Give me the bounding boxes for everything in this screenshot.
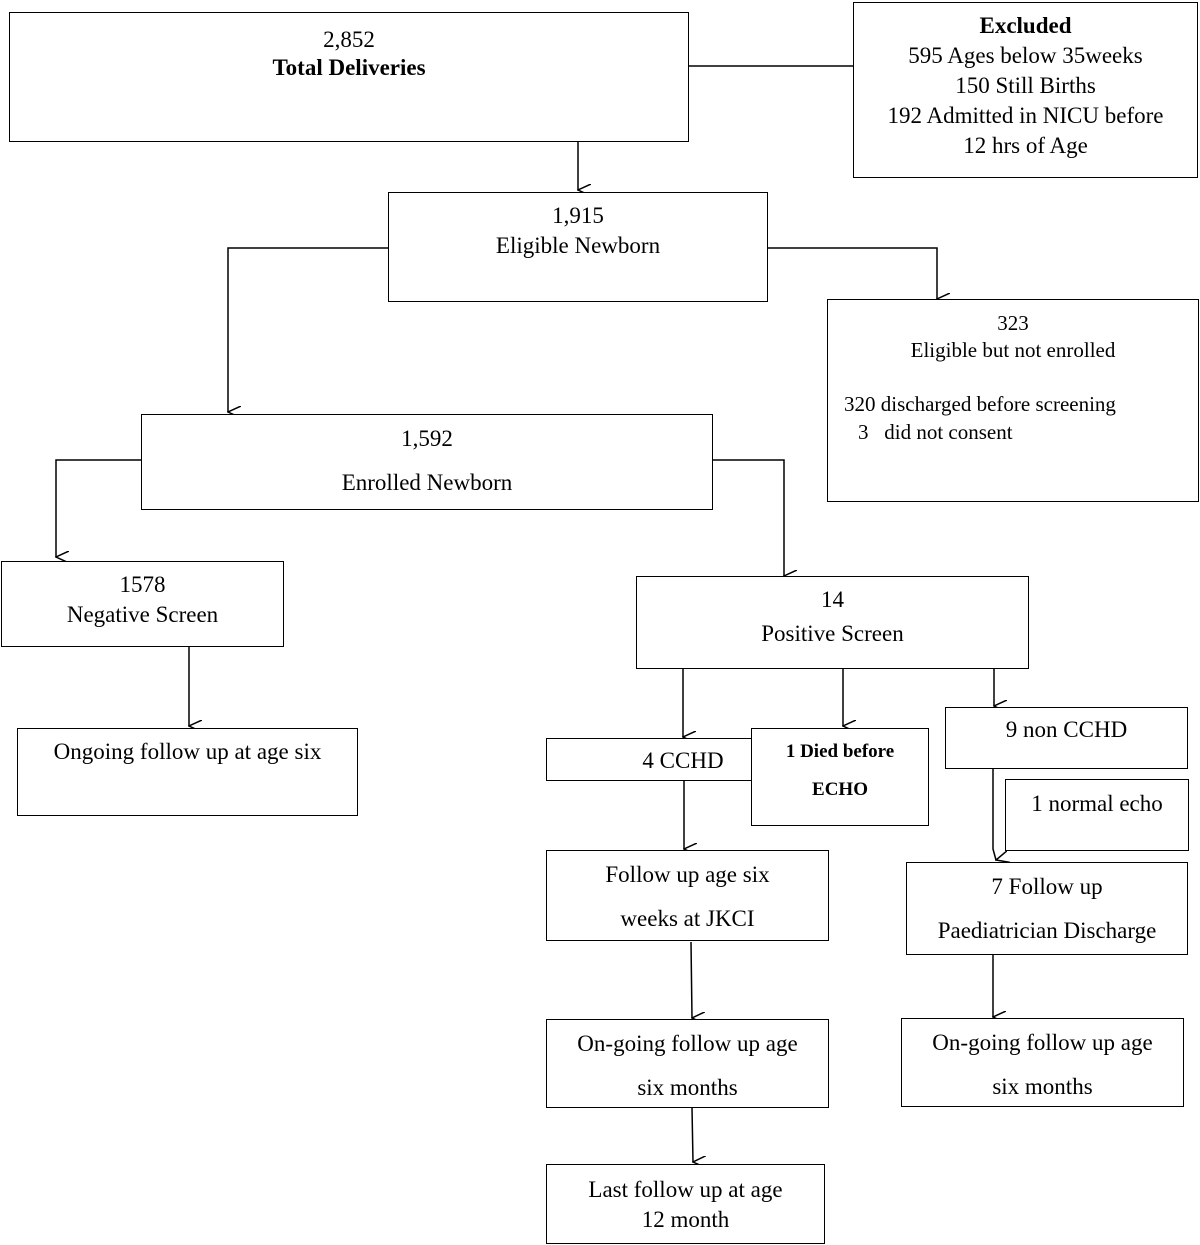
- excluded-title: Excluded: [979, 13, 1072, 38]
- not-enrolled-count: 323: [997, 311, 1029, 335]
- enrolled-positive-arrow: [713, 459, 784, 576]
- noncchd-followup2-line2: six months: [992, 1074, 1093, 1099]
- excluded-box: Excluded 595 Ages below 35weeks 150 Stil…: [853, 2, 1198, 178]
- enrolled-label: Enrolled Newborn: [341, 470, 513, 495]
- total-deliveries-count: 2,852: [323, 27, 375, 52]
- eligible-label: Eligible Newborn: [495, 233, 661, 258]
- eligible-not-enrolled-arrow: [767, 247, 937, 299]
- eligible-count: 1,915: [552, 203, 604, 228]
- noncchd-followup2-line1: On-going follow up age: [932, 1030, 1153, 1055]
- cchd-followup3-line2: 12 month: [641, 1207, 730, 1232]
- normal-echo-box: 1 normal echo: [1005, 779, 1189, 851]
- negative-followup-box: Ongoing follow up at age six: [17, 728, 358, 816]
- followup-sixmonths-arrow: [690, 941, 692, 1018]
- cchd-followup2-line2: six months: [637, 1075, 738, 1100]
- cchd-label: 4 CCHD: [642, 748, 724, 773]
- noncchd-followup-arrow: [992, 769, 996, 860]
- cchd-followup-twelve-month-box: Last follow up at age 12 month: [546, 1164, 825, 1244]
- excluded-line: 150 Still Births: [955, 73, 1096, 98]
- noncchd-followup-six-months-box: On-going follow up age six months: [901, 1018, 1184, 1107]
- excluded-line: 192 Admitted in NICU before: [887, 103, 1164, 128]
- eligible-enrolled-arrow: [228, 247, 388, 412]
- not-enrolled-reason: 320 discharged before screening: [844, 392, 1116, 416]
- positive-screen-box: 14 Positive Screen: [636, 576, 1029, 669]
- cchd-followup2-line1: On-going follow up age: [577, 1031, 798, 1056]
- cchd-followup-six-months-box: On-going follow up age six months: [546, 1019, 829, 1108]
- noncchd-followup-box: 7 Follow up Paediatrician Discharge: [906, 862, 1188, 955]
- died-line1: 1 Died before: [785, 741, 895, 762]
- cchd-followup3-line1: Last follow up at age: [588, 1177, 783, 1202]
- normal-echo-label: 1 normal echo: [1031, 791, 1163, 816]
- noncchd-followup1-line1: 7 Follow up: [991, 874, 1103, 899]
- noncchd-followup1-line2: Paediatrician Discharge: [937, 918, 1157, 943]
- sixmonths-twelvemonth-arrow: [691, 1107, 693, 1162]
- non-cchd-box: 9 non CCHD: [945, 707, 1188, 769]
- excluded-line: 595 Ages below 35weeks: [908, 43, 1143, 68]
- not-enrolled-reason: 3 did not consent: [858, 420, 1013, 444]
- not-enrolled-box: 323 Eligible but not enrolled 320 discha…: [827, 299, 1199, 502]
- total-deliveries-label: Total Deliveries: [272, 55, 426, 80]
- non-cchd-label: 9 non CCHD: [1005, 717, 1128, 742]
- enrolled-newborn-box: 1,592 Enrolled Newborn: [141, 414, 713, 510]
- excluded-line: 12 hrs of Age: [963, 133, 1088, 158]
- positive-count: 14: [821, 587, 844, 612]
- cchd-followup-six-weeks-box: Follow up age six weeks at JKCI: [546, 850, 829, 941]
- negative-count: 1578: [119, 572, 166, 597]
- total-deliveries-box: 2,852 Total Deliveries: [9, 12, 689, 142]
- died-line2: ECHO: [812, 779, 868, 800]
- negative-screen-box: 1578 Negative Screen: [1, 561, 284, 647]
- cchd-followup1-line1: Follow up age six: [605, 862, 770, 887]
- eligible-newborn-box: 1,915 Eligible Newborn: [388, 192, 768, 302]
- not-enrolled-label: Eligible but not enrolled: [910, 338, 1116, 362]
- cchd-followup1-line2: weeks at JKCI: [620, 906, 755, 931]
- negative-label: Negative Screen: [66, 602, 219, 627]
- died-before-echo-box: 1 Died before ECHO: [751, 728, 929, 826]
- negative-followup-label: Ongoing follow up at age six: [53, 739, 322, 764]
- enrolled-count: 1,592: [401, 426, 453, 451]
- positive-label: Positive Screen: [761, 621, 904, 646]
- enrolled-negative-arrow: [56, 459, 141, 557]
